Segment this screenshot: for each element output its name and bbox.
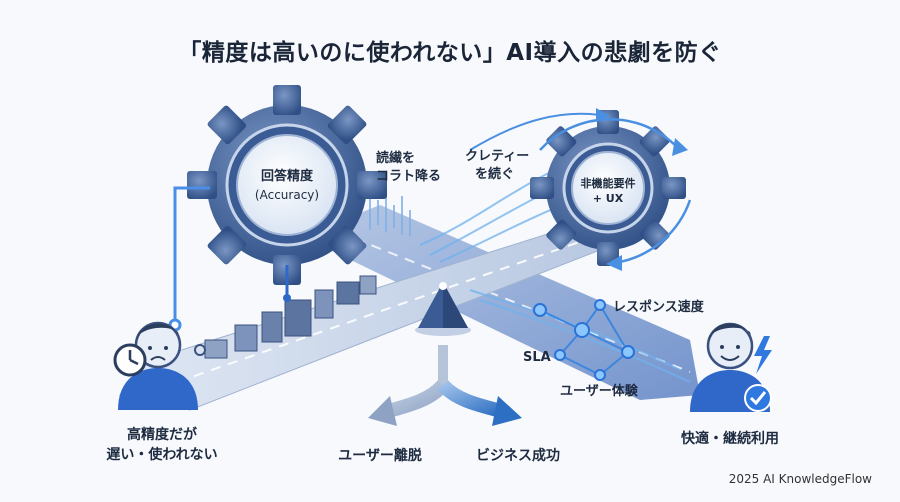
note-right-line1: クレティー bbox=[465, 149, 530, 164]
person-left-line2: 遅い・使われない bbox=[106, 447, 218, 463]
metric-user-experience: ユーザー体験 bbox=[560, 384, 638, 399]
gear-accuracy-label: 回答精度 (Accuracy) bbox=[237, 168, 337, 204]
road-to-success bbox=[330, 205, 700, 400]
metric-sla: SLA bbox=[523, 350, 551, 365]
cycle-arrow-bottom bbox=[619, 199, 692, 264]
clock-icon bbox=[113, 343, 147, 377]
outcome-success: ビジネス成功 bbox=[476, 448, 560, 464]
lightning-icon bbox=[754, 336, 772, 374]
fulcrum bbox=[415, 282, 471, 336]
arrow-to-churn bbox=[383, 380, 449, 419]
gear-nonfunctional-line1: 非機能要件 bbox=[580, 177, 636, 190]
page-title: 「精度は高いのに使われない」AI導入の悲劇を防ぐ bbox=[178, 40, 722, 66]
outcome-churn: ユーザー離脱 bbox=[338, 448, 422, 464]
person-right-caption: 快適・継続利用 bbox=[681, 431, 779, 447]
person-left-caption: 高精度だが 遅い・使われない bbox=[82, 425, 242, 465]
note-left-line1: 読繊を bbox=[376, 151, 416, 166]
gear-accuracy bbox=[187, 85, 387, 285]
gear-accuracy-line2: (Accuracy) bbox=[254, 188, 320, 202]
gear-nonfunctional bbox=[530, 110, 686, 266]
person-left bbox=[118, 321, 206, 410]
note-right-line2: を続ぐ bbox=[475, 167, 515, 182]
metrics-network bbox=[539, 304, 629, 376]
footer-credit: 2025 AI KnowledgeFlow bbox=[728, 472, 872, 486]
note-right: クレティー を続ぐ bbox=[465, 148, 529, 184]
split-arrow-stem bbox=[438, 345, 448, 390]
connector-left bbox=[173, 186, 210, 325]
person-left-line1: 高精度だが bbox=[127, 427, 197, 443]
check-badge-icon bbox=[744, 384, 772, 412]
building-blocks bbox=[204, 275, 377, 359]
gear-nonfunctional-line2: + UX bbox=[592, 192, 624, 205]
cycle-arrow-top bbox=[539, 118, 676, 151]
gear-accuracy-line1: 回答精度 bbox=[260, 169, 313, 184]
note-left-line2: コラト降る bbox=[376, 169, 442, 184]
note-left: 読繊を コラト降る bbox=[376, 150, 441, 186]
gear-nonfunctional-label: 非機能要件 + UX bbox=[568, 176, 648, 206]
metric-response-speed: レスポンス速度 bbox=[613, 300, 704, 315]
